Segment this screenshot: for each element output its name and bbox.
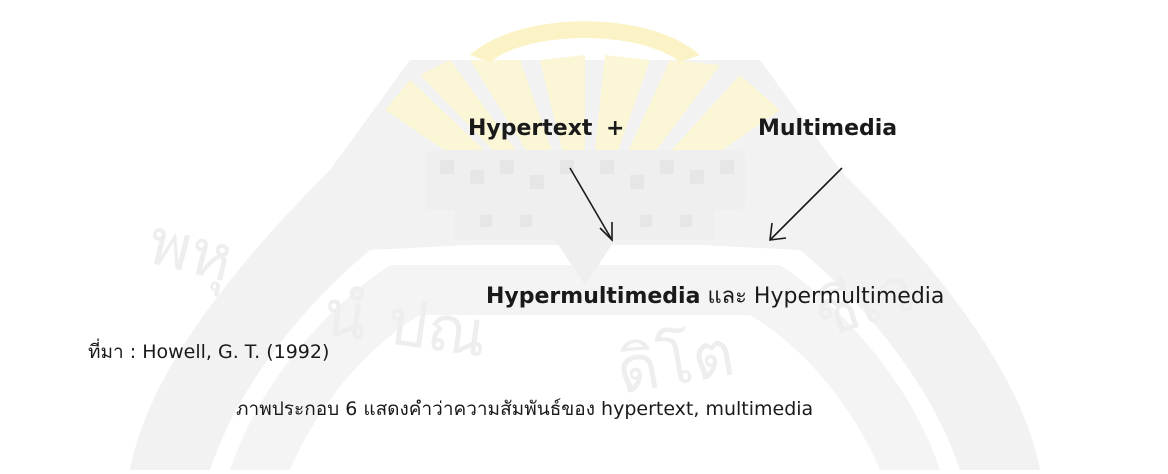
result-term-regular: Hypermultimedia	[753, 284, 945, 309]
result-line: Hypermultimedia และ Hypermultimedia	[486, 286, 944, 308]
watermark-arch	[470, 21, 700, 62]
watermark-outer-wing	[130, 60, 1040, 470]
watermark-inner-wing	[230, 265, 940, 470]
node-multimedia: Multimedia	[758, 116, 898, 141]
result-term-bold: Hypermultimedia	[486, 284, 701, 309]
watermark-ornament-pattern	[440, 160, 734, 227]
plus-sign: +	[606, 116, 625, 141]
result-conjunction: และ	[707, 284, 747, 309]
source-citation: ที่มา : Howell, G. T. (1992)	[88, 341, 330, 363]
arrow-multimedia-to-result	[769, 167, 843, 241]
figure-caption: ภาพประกอบ 6 แสดงคำว่าความสัมพันธ์ของ hyp…	[236, 398, 814, 420]
node-hypertext: Hypertext	[468, 116, 593, 141]
arrow-hypertext-to-result	[569, 167, 613, 242]
